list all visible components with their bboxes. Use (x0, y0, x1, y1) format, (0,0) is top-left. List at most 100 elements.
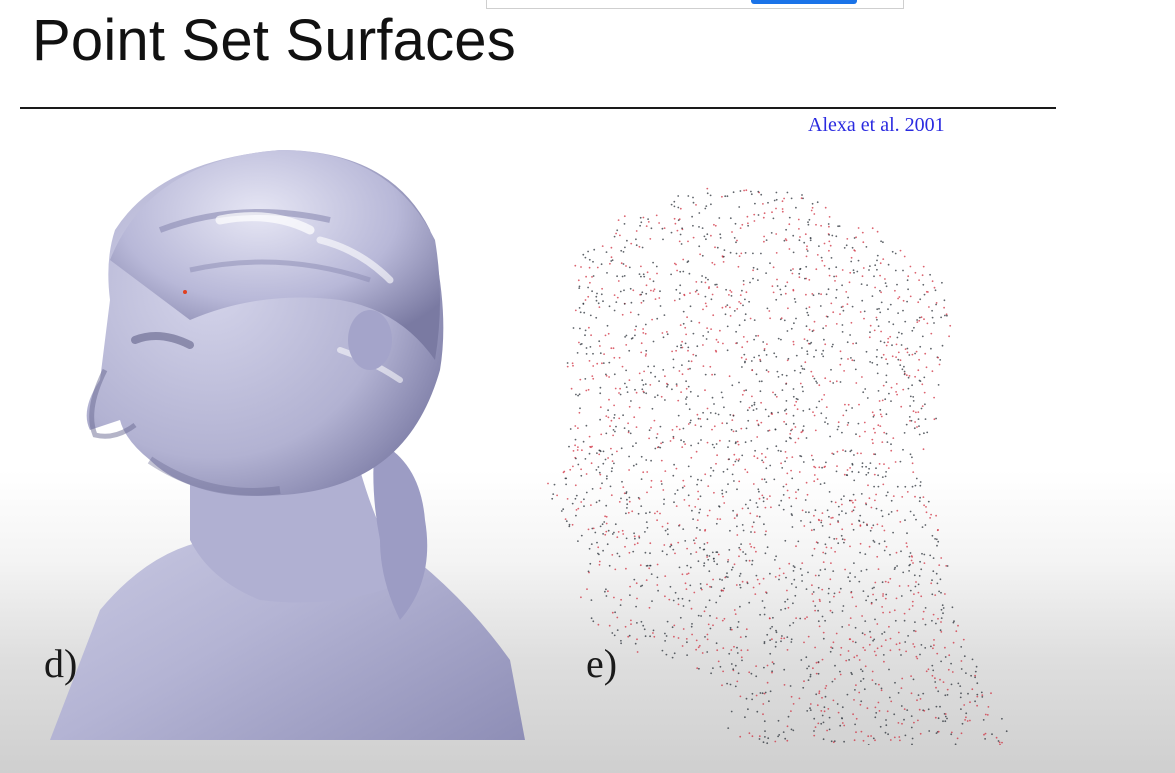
point-sample (649, 238, 652, 240)
point-sample (883, 660, 885, 663)
point-sample (790, 429, 792, 432)
point-sample (738, 255, 741, 257)
point-sample (960, 660, 963, 662)
point-sample (755, 550, 757, 553)
point-sample (670, 273, 672, 276)
point-sample (974, 670, 977, 673)
point-sample (735, 458, 738, 461)
point-sample (886, 710, 889, 713)
point-sample (787, 357, 790, 360)
point-sample (763, 478, 766, 481)
point-sample (590, 334, 592, 337)
point-sample (644, 323, 647, 326)
point-sample (840, 357, 843, 360)
point-sample (795, 545, 797, 548)
point-sample (736, 515, 738, 517)
point-sample (933, 639, 935, 641)
point-sample (936, 652, 939, 655)
point-sample (786, 725, 789, 728)
point-sample (935, 622, 937, 625)
point-sample (815, 223, 817, 226)
point-sample (748, 601, 751, 604)
point-sample (948, 335, 950, 338)
point-sample (873, 414, 875, 417)
point-sample (821, 512, 824, 514)
point-sample (763, 606, 766, 609)
point-sample (697, 498, 700, 500)
point-sample (759, 613, 761, 616)
point-sample (610, 347, 613, 350)
point-sample (774, 428, 777, 431)
point-sample (825, 685, 828, 687)
point-sample (624, 625, 627, 628)
point-sample (817, 586, 820, 589)
point-sample (866, 284, 868, 286)
point-sample (946, 717, 948, 720)
point-sample (970, 674, 972, 677)
point-sample (675, 383, 678, 385)
point-sample (820, 722, 823, 725)
point-sample (735, 330, 737, 333)
point-sample (793, 298, 796, 300)
point-sample (618, 417, 621, 420)
point-sample (886, 441, 889, 443)
point-sample (739, 400, 742, 403)
point-sample (565, 520, 568, 523)
point-sample (740, 649, 743, 652)
point-sample (944, 715, 947, 718)
point-sample (894, 566, 896, 569)
point-sample (764, 408, 767, 411)
point-sample (676, 229, 679, 232)
point-sample (574, 309, 577, 312)
point-sample (808, 218, 811, 221)
point-sample (790, 513, 793, 515)
point-sample (622, 251, 625, 253)
point-sample (552, 493, 555, 495)
point-sample (876, 308, 879, 311)
point-sample (795, 497, 798, 500)
point-sample (607, 457, 609, 459)
point-sample (905, 542, 908, 544)
point-sample (702, 365, 705, 367)
point-sample (802, 390, 804, 393)
point-sample (765, 591, 767, 594)
point-sample (882, 595, 884, 597)
point-sample (722, 589, 725, 592)
point-sample (734, 460, 737, 463)
point-sample (903, 432, 906, 434)
point-sample (902, 388, 905, 391)
point-sample (666, 382, 668, 385)
point-sample (823, 482, 826, 484)
point-sample (880, 687, 883, 690)
point-sample (696, 413, 699, 416)
point-sample (790, 269, 792, 272)
point-sample (902, 299, 905, 302)
point-sample (666, 385, 668, 388)
point-sample (801, 386, 804, 388)
point-sample (936, 529, 939, 532)
point-sample (656, 272, 658, 275)
point-sample (901, 368, 904, 371)
point-sample (686, 547, 688, 550)
point-sample (719, 329, 721, 332)
point-sample (675, 263, 677, 266)
point-sample (679, 292, 681, 294)
point-sample (882, 654, 885, 656)
point-sample (931, 309, 933, 312)
point-sample (882, 241, 884, 244)
point-sample (756, 710, 759, 713)
point-sample (917, 591, 920, 594)
point-sample (574, 438, 577, 441)
point-sample (645, 353, 647, 355)
point-sample (914, 421, 916, 423)
point-sample (845, 512, 847, 515)
point-sample (707, 623, 710, 626)
point-sample (704, 295, 707, 298)
point-sample (765, 354, 768, 356)
point-sample (852, 342, 854, 345)
point-sample (793, 322, 795, 325)
point-sample (919, 732, 922, 735)
popup-action-button[interactable] (751, 0, 857, 4)
point-sample (813, 514, 815, 517)
point-sample (775, 629, 777, 632)
